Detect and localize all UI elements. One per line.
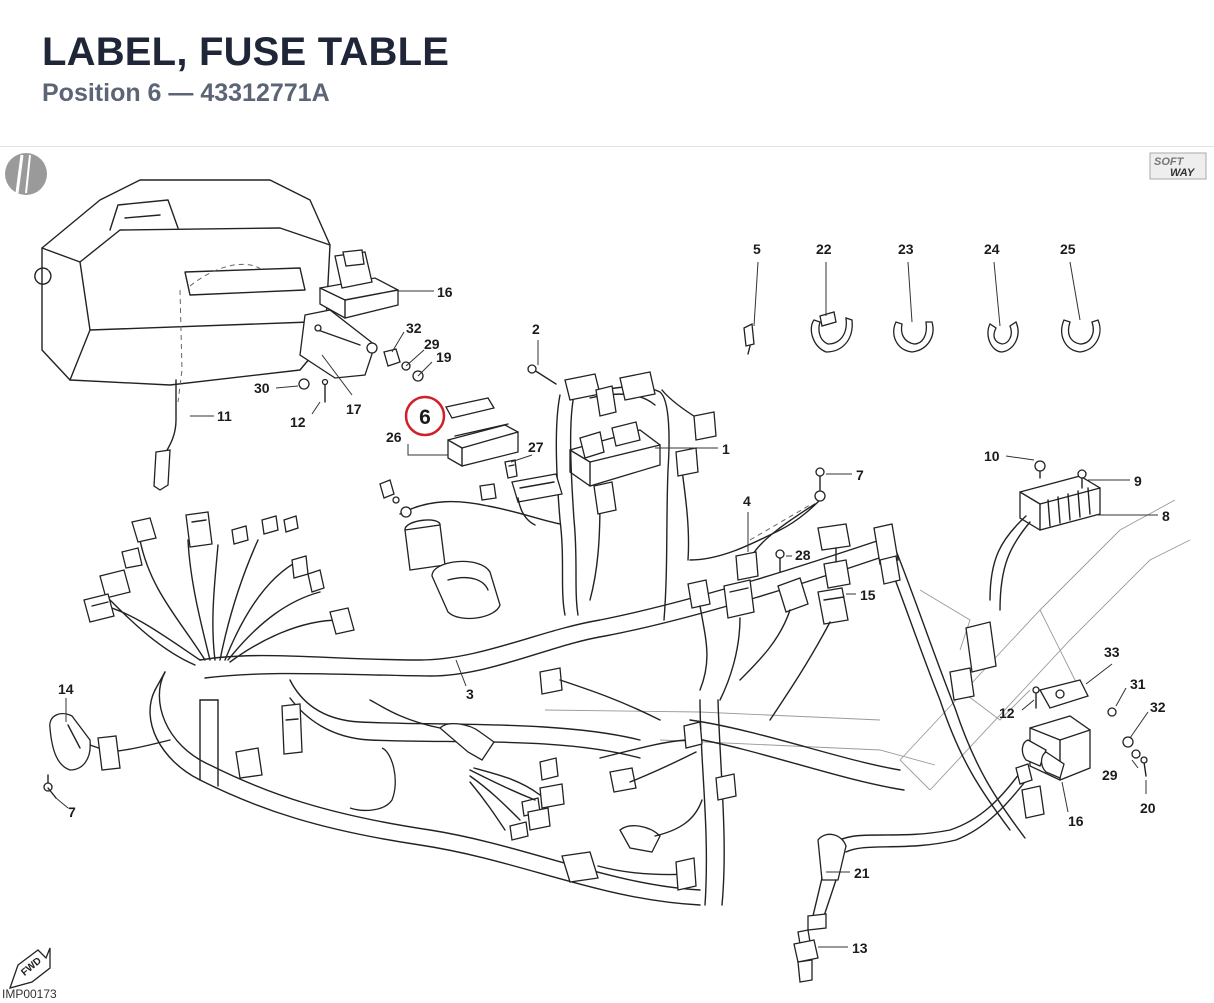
connectors-left (83, 511, 355, 779)
connectors-upper-middle (479, 371, 717, 526)
starter-relay (379, 479, 561, 620)
svg-text:6: 6 (419, 406, 431, 429)
part-label-10: 10 (984, 448, 1000, 464)
part-label-16: 16 (437, 284, 453, 300)
ignition-coil-16-rear (1021, 679, 1148, 781)
part-label-21: 21 (854, 865, 870, 881)
part-label-12-rear: 12 (999, 705, 1015, 721)
part-label-5: 5 (753, 241, 761, 257)
clip-23 (893, 321, 934, 353)
ignition-coil-16 (319, 249, 399, 319)
part-label-26: 26 (386, 429, 402, 445)
connectors-lower-middle (349, 667, 737, 891)
brand-circle-icon (5, 153, 47, 195)
spark-plug-lead-21 (807, 763, 1045, 931)
ground-wire-4 (735, 467, 826, 581)
part-label-4: 4 (743, 493, 751, 509)
part-label-16-rear: 16 (1068, 813, 1084, 829)
air-box (34, 179, 331, 403)
leader-lines (55, 261, 1158, 948)
clip-24 (987, 321, 1019, 353)
part-label-19: 19 (436, 349, 452, 365)
part-label-13: 13 (852, 940, 868, 956)
part-label-7-bottom: 7 (68, 804, 76, 820)
part-label-29: 29 (424, 336, 440, 352)
bolt-2 (527, 364, 557, 385)
page-title: LABEL, FUSE TABLE (42, 30, 450, 74)
exploded-parts-diagram: SOFT WAY (0, 148, 1214, 1003)
side-stand-switch-14 (43, 713, 121, 792)
part-label-11: 11 (217, 408, 232, 424)
part-label-33: 33 (1104, 644, 1120, 660)
part-label-7-top: 7 (856, 467, 864, 483)
cable-tie-5 (743, 322, 755, 355)
main-wiring-harness-3 (149, 539, 1026, 906)
connectors-middle (687, 523, 901, 721)
forward-arrow-icon: FWD (8, 947, 51, 989)
image-code: IMP00173 (2, 987, 57, 1001)
part-label-29-rear: 29 (1102, 767, 1118, 783)
page-subtitle: Position 6 — 43312771A (42, 79, 330, 107)
part-label-12: 12 (290, 414, 306, 430)
control-unit-1 (569, 421, 661, 487)
sensor-13 (793, 929, 819, 983)
part-label-25: 25 (1060, 241, 1076, 257)
part-label-17: 17 (346, 401, 362, 417)
part-label-32-rear: 32 (1150, 699, 1166, 715)
part-label-24: 24 (984, 241, 1000, 257)
part-label-31: 31 (1130, 676, 1146, 692)
part-label-15: 15 (860, 587, 876, 603)
bracket-17 (299, 309, 378, 379)
part-label-28: 28 (795, 547, 811, 563)
fuse-table-label-part-6 (445, 397, 496, 419)
relay-15 (817, 523, 851, 625)
part-label-22: 22 (816, 241, 832, 257)
clip-25 (1061, 319, 1101, 353)
fuse-box-26 (447, 423, 519, 467)
part-label-30: 30 (254, 380, 270, 396)
fuse-27 (504, 459, 518, 479)
harness-branches-left (99, 539, 341, 753)
part-label-32: 32 (406, 320, 422, 336)
softway-logo: SOFT WAY (1149, 152, 1207, 180)
clip-22 (810, 311, 853, 353)
highlighted-part-6: 6 (404, 395, 446, 437)
part-label-9: 9 (1134, 473, 1142, 489)
part-label-14: 14 (58, 681, 74, 697)
part-label-1: 1 (722, 441, 730, 457)
part-label-8: 8 (1162, 508, 1170, 524)
part-label-2: 2 (532, 321, 540, 337)
page-header: LABEL, FUSE TABLE Position 6 — 43312771A (0, 0, 1214, 147)
part-label-3: 3 (466, 686, 474, 702)
part-label-20: 20 (1140, 800, 1156, 816)
voltage-regulator-8 (949, 460, 1101, 701)
bolt-7-lower (47, 787, 57, 799)
part-label-27: 27 (528, 439, 544, 455)
svg-text:WAY: WAY (1170, 167, 1196, 179)
part-label-23: 23 (898, 241, 914, 257)
hv-lead-11 (153, 379, 177, 491)
svg-text:SOFT: SOFT (1154, 156, 1185, 168)
